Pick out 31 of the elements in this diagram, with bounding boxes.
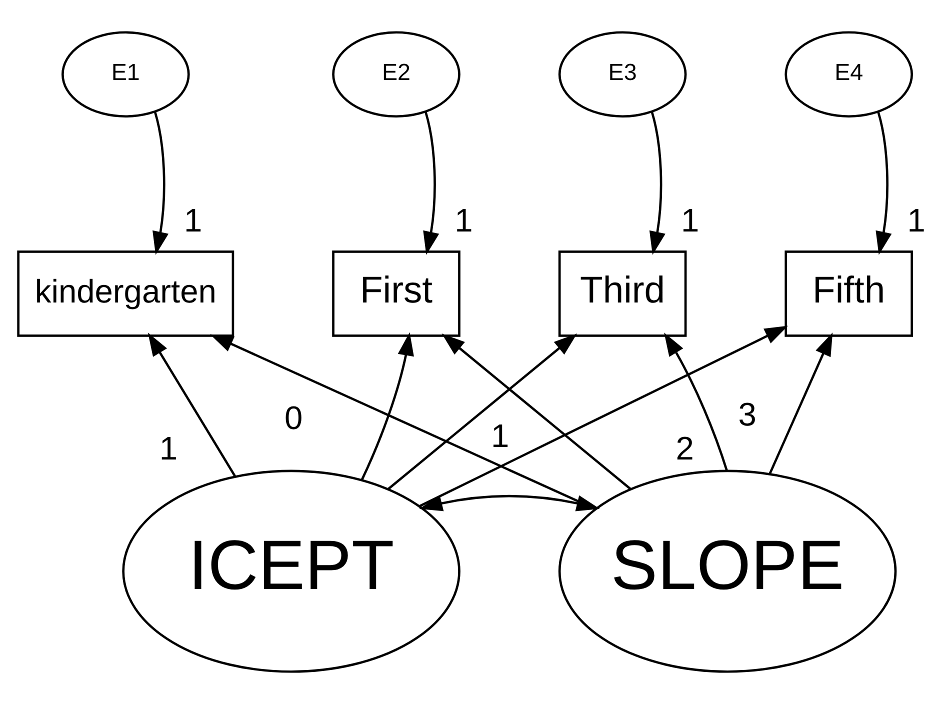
arrow (152, 112, 168, 255)
arrow (441, 333, 631, 490)
node-box: Fifth (784, 250, 912, 337)
node-ellipse: E2 (332, 31, 460, 118)
edge-label: 1 (490, 416, 509, 454)
node-ellipse: E4 (784, 31, 912, 118)
edge-label: 1 (906, 201, 925, 238)
arrow (418, 326, 788, 508)
arrow (664, 332, 728, 472)
edge-label: 2 (675, 429, 694, 466)
arrow (768, 332, 832, 474)
node-box: kindergarten (16, 250, 234, 337)
node-ellipse: E3 (558, 31, 686, 118)
arrow (422, 112, 439, 255)
node-ellipse: SLOPE (558, 470, 896, 673)
edge-label: 1 (454, 201, 472, 238)
node-ellipse: ICEPT (122, 470, 460, 673)
node-box: First (332, 250, 460, 337)
arrow (875, 112, 892, 255)
edge-label: 1 (158, 429, 178, 466)
arrow (648, 112, 665, 255)
arrow (209, 334, 596, 510)
arrow (360, 332, 414, 480)
node-box: Third (558, 250, 686, 337)
edge-label: 3 (738, 395, 756, 432)
arrow (386, 333, 577, 490)
edge-label: 0 (284, 398, 302, 436)
arrow (147, 332, 236, 477)
edge-label: 1 (680, 201, 699, 238)
node-ellipse: E1 (60, 31, 190, 118)
edge-label: 1 (184, 201, 202, 238)
